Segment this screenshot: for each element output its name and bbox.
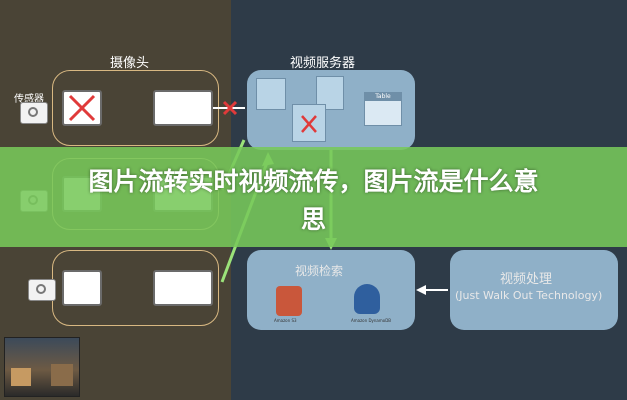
sensor-icon-1 <box>20 102 48 124</box>
thumbnail-shelf-1 <box>11 368 31 386</box>
server-title: 视频服务器 <box>290 56 356 71</box>
kinesis-icon <box>276 286 302 316</box>
server-instance-icon-1 <box>256 78 286 110</box>
sensor-label: 传感器 <box>14 94 44 105</box>
process-title: 视频处理 <box>500 272 553 287</box>
table-label: Table <box>365 93 401 101</box>
sensor-icon-3 <box>28 279 56 301</box>
error-x-stroke-2 <box>68 94 96 122</box>
camera-device-1a <box>62 90 102 126</box>
dynamodb-icon <box>354 284 380 314</box>
headline-line-2: 思 <box>300 205 326 234</box>
server-instance-icon-3 <box>292 104 326 142</box>
video-search-box <box>247 250 415 330</box>
headline-band <box>0 147 627 247</box>
video-processing-box <box>450 250 618 330</box>
store-photo-thumbnail <box>4 337 80 397</box>
search-title: 视频检索 <box>295 264 344 278</box>
kinesis-caption: Amazon S3 <box>274 318 297 323</box>
link-error-stroke-2 <box>222 100 238 116</box>
camera-device-3a <box>62 270 102 306</box>
camera-device-1b <box>153 90 213 126</box>
camera-title: 摄像头 <box>110 56 150 71</box>
dynamodb-caption: Amazon DynamoDB <box>351 318 392 323</box>
headline-line-1: 图片流转实时视频流传，图片流是什么意 <box>88 167 539 196</box>
camera-device-3b <box>153 270 213 306</box>
table-icon: Table <box>364 92 402 126</box>
process-to-search-arrowhead <box>416 285 426 295</box>
server-error-stroke-2 <box>301 115 317 133</box>
process-subtitle: (Just Walk Out Technology) <box>455 289 603 302</box>
headline: 图片流转实时视频流传，图片流是什么意 思 <box>0 163 627 239</box>
thumbnail-shelf-2 <box>51 364 73 386</box>
